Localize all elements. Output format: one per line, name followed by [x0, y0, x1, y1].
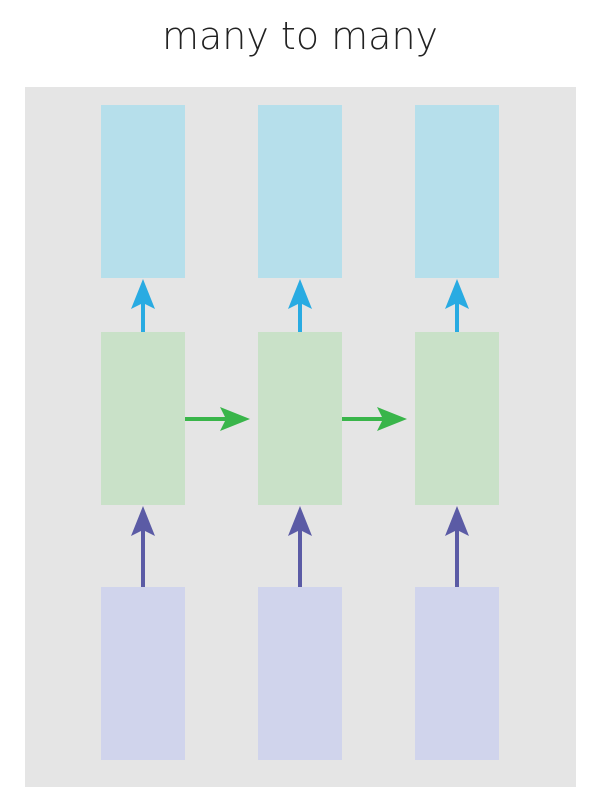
hidden-box-3: [415, 332, 499, 505]
input-box-1: [101, 587, 185, 760]
hidden-box-2: [258, 332, 342, 505]
output-box-2: [258, 105, 342, 278]
recurrent-arrow-2-head: [377, 407, 407, 431]
output-box-1: [101, 105, 185, 278]
output-arrow-1-head: [131, 279, 155, 309]
hidden-box-1: [101, 332, 185, 505]
input-box-2: [258, 587, 342, 760]
input-arrow-3-head: [445, 506, 469, 536]
output-arrow-3-head: [445, 279, 469, 309]
input-arrow-2-head: [288, 506, 312, 536]
input-box-3: [415, 587, 499, 760]
output-box-3: [415, 105, 499, 278]
diagram-title: many to many: [161, 14, 439, 58]
output-arrow-2-head: [288, 279, 312, 309]
recurrent-arrow-1-head: [220, 407, 250, 431]
input-arrow-1-head: [131, 506, 155, 536]
